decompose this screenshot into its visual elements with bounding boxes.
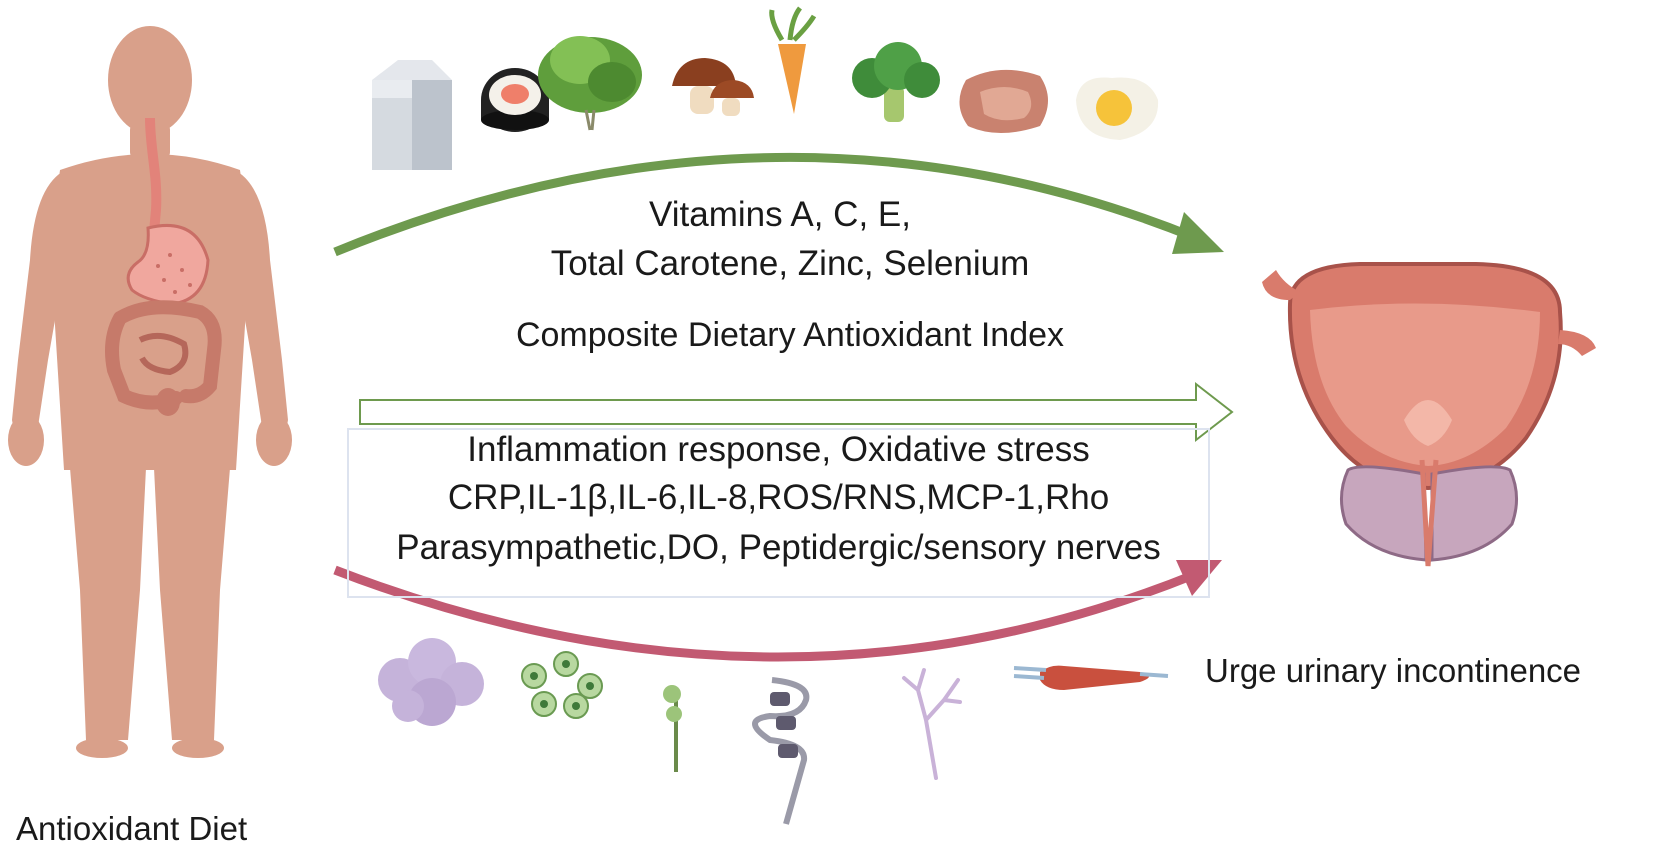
diet-to-bladder-arrow xyxy=(333,152,1224,257)
vitamins-label-line1: Vitamins A, C, E, xyxy=(649,195,911,234)
mechanism-arrow xyxy=(333,560,1222,662)
diet-label: Antioxidant Diet xyxy=(16,810,248,847)
carrot-icon xyxy=(769,6,817,114)
muscle-fiber-icon xyxy=(1013,665,1169,690)
branched-nerve-icon xyxy=(902,668,962,780)
fried-egg-icon xyxy=(1076,77,1159,140)
nerve-fiber-icon xyxy=(663,685,682,772)
mushroom-icon xyxy=(672,58,754,116)
cells-icon xyxy=(521,651,603,719)
inflammation-cloud-icon xyxy=(378,638,484,726)
mechanisms-line2: CRP,IL-1β,IL-6,IL-8,ROS/RNS,MCP-1,Rho xyxy=(447,478,1110,517)
bladder-icon xyxy=(1262,262,1596,567)
cdai-label: Composite Dietary Antioxidant Index xyxy=(515,316,1065,354)
broccoli-icon xyxy=(852,42,940,122)
mechanisms-box xyxy=(347,428,1210,598)
cdai-arrow xyxy=(359,381,1234,443)
human-body-icon xyxy=(8,26,292,758)
outcome-label: Urge urinary incontinence xyxy=(1205,652,1582,689)
vitamins-label-line2: Total Carotene, Zinc, Selenium xyxy=(550,244,1030,283)
milk-carton-icon xyxy=(372,60,452,170)
sushi-roll-icon xyxy=(481,68,549,132)
mechanisms-line3: Parasympathetic,DO, Peptidergic/sensory … xyxy=(396,528,1161,567)
mechanisms-line1: Inflammation response, Oxidative stress xyxy=(467,430,1090,469)
lettuce-icon xyxy=(538,36,642,131)
receptor-chain-icon xyxy=(752,677,810,825)
meat-steak-icon xyxy=(959,69,1048,133)
